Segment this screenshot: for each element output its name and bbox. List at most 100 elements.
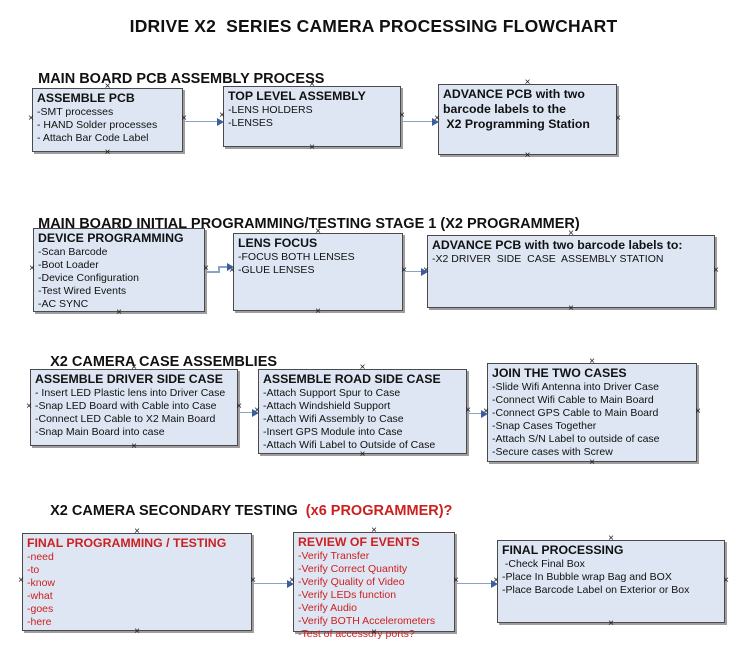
box-assemble-road-side-case: ASSEMBLE ROAD SIDE CASE -Attach Support … bbox=[258, 369, 467, 454]
flow-arrow bbox=[403, 267, 428, 276]
box-items: -FOCUS BOTH LENSES-GLUE LENSES bbox=[238, 251, 400, 277]
box-title: DEVICE PROGRAMMING bbox=[38, 231, 202, 246]
box-title-line: ADVANCE PCB with two barcode labels to: bbox=[432, 238, 683, 252]
box-item-line: -Verify Audio bbox=[298, 602, 357, 614]
box-title-line: DEVICE PROGRAMMING bbox=[38, 231, 184, 245]
connector-mark bbox=[587, 458, 597, 468]
box-title: REVIEW OF EVENTS bbox=[298, 535, 452, 550]
box-advance-pcb-driver-side: ADVANCE PCB with two barcode labels to: … bbox=[427, 235, 715, 308]
box-title-line: TOP LEVEL ASSEMBLY bbox=[228, 89, 366, 103]
box-final-processing: FINAL PROCESSING -Check Final Box -Place … bbox=[497, 540, 725, 623]
box-items: - Insert LED Plastic lens into Driver Ca… bbox=[35, 387, 235, 439]
box-title: TOP LEVEL ASSEMBLY bbox=[228, 89, 398, 104]
box-title: ADVANCE PCB with two barcode labels to: bbox=[432, 238, 712, 253]
box-item-line: -Connect GPS Cable to Main Board bbox=[492, 407, 659, 419]
arrow-line bbox=[402, 120, 433, 122]
box-title-line: FINAL PROGRAMMING / TESTING bbox=[27, 536, 227, 550]
box-item-line: -Device Configuration bbox=[38, 272, 139, 284]
arrow-head-icon bbox=[287, 579, 294, 588]
flow-arrow bbox=[183, 117, 224, 126]
box-item-line: - Insert LED Plastic lens into Driver Ca… bbox=[35, 387, 226, 399]
box-review-of-events: REVIEW OF EVENTS -Verify Transfer -Verify… bbox=[293, 532, 455, 640]
page-title: IDRIVE X2 SERIES CAMERA PROCESSING FLOWC… bbox=[129, 16, 618, 36]
box-item-line: -Attach S/N Label to outside of case bbox=[492, 433, 660, 445]
box-final-programming-testing: FINAL PROGRAMMING / TESTING -need-to-kno… bbox=[22, 533, 252, 631]
box-item-line: -here bbox=[27, 616, 52, 628]
box-title: ASSEMBLE PCB bbox=[37, 91, 180, 106]
flow-arrow bbox=[401, 117, 439, 126]
box-items: -Attach Support Spur to Case-Attach Wind… bbox=[263, 387, 464, 452]
box-title-line: ASSEMBLE ROAD SIDE CASE bbox=[263, 372, 441, 386]
box-title-line: ASSEMBLE DRIVER SIDE CASE bbox=[35, 372, 223, 386]
flow-arrow bbox=[455, 579, 498, 588]
box-item-line: -Verify LEDs function bbox=[298, 589, 397, 601]
box-item-line: -Secure cases with Screw bbox=[492, 446, 613, 458]
box-title: ASSEMBLE ROAD SIDE CASE bbox=[263, 372, 464, 387]
box-item-line: -LENSES bbox=[228, 117, 273, 129]
arrow-line bbox=[218, 266, 227, 268]
connector-mark bbox=[129, 442, 139, 452]
box-title-line: ADVANCE PCB with two bbox=[443, 87, 585, 101]
connector-mark bbox=[613, 114, 623, 124]
section-heading-text: X2 CAMERA CASE ASSEMBLIES bbox=[50, 354, 278, 370]
box-title-line: JOIN THE TWO CASES bbox=[492, 366, 627, 380]
box-title: FINAL PROGRAMMING / TESTING bbox=[27, 536, 249, 551]
box-item-line: -Verify Transfer bbox=[298, 550, 370, 562]
section-heading-pcb-assembly: MAIN BOARD PCB ASSEMBLY PROCESS bbox=[22, 55, 324, 103]
box-items: -X2 DRIVER SIDE CASE ASSEMBLY STATION bbox=[432, 253, 712, 266]
box-device-programming: DEVICE PROGRAMMING -Scan Barcode-Boot Lo… bbox=[33, 228, 205, 312]
box-item-line: -X2 DRIVER SIDE CASE ASSEMBLY STATION bbox=[432, 253, 664, 265]
connector-mark bbox=[523, 151, 533, 161]
connector-mark bbox=[24, 402, 34, 412]
section-heading-red-text: (x6 PROGRAMMER)? bbox=[305, 503, 453, 519]
box-items: -LENS HOLDERS-LENSES bbox=[228, 104, 398, 130]
arrow-line bbox=[404, 270, 422, 272]
box-title: JOIN THE TWO CASES bbox=[492, 366, 694, 381]
box-item-line: -Attach Wifi Assembly to Case bbox=[263, 413, 404, 425]
flow-arrow bbox=[205, 262, 234, 276]
box-item-line: -LENS HOLDERS bbox=[228, 104, 313, 116]
box-item-line: -Test Wired Events bbox=[38, 285, 127, 297]
box-item-line: -GLUE LENSES bbox=[238, 264, 315, 276]
arrow-head-icon bbox=[252, 408, 259, 417]
box-items: -need-to-know-what-goes-here bbox=[27, 551, 249, 629]
box-item-line: -Snap Cases Together bbox=[492, 420, 597, 432]
box-item-line: -Attach Support Spur to Case bbox=[263, 387, 401, 399]
box-title-line: LENS FOCUS bbox=[238, 236, 318, 250]
box-item-line: -Scan Barcode bbox=[38, 246, 108, 258]
connector-mark bbox=[26, 114, 36, 124]
connector-mark bbox=[313, 307, 323, 317]
box-title-line: REVIEW OF EVENTS bbox=[298, 535, 420, 549]
arrow-head-icon bbox=[481, 409, 488, 418]
box-item-line: -Connect LED Cable to X2 Main Board bbox=[35, 413, 216, 425]
connector-mark bbox=[27, 264, 37, 274]
connector-mark bbox=[693, 407, 703, 417]
connector-mark bbox=[566, 304, 576, 314]
box-item-line: -to bbox=[27, 564, 40, 576]
box-items: -SMT processes- HAND Solder processes- A… bbox=[37, 106, 180, 145]
arrow-line bbox=[205, 271, 219, 273]
box-item-line: -what bbox=[27, 590, 53, 602]
box-item-line: -Slide Wifi Antenna into Driver Case bbox=[492, 381, 659, 393]
arrow-head-icon bbox=[491, 579, 498, 588]
box-item-line: -know bbox=[27, 577, 56, 589]
flow-arrow bbox=[252, 579, 294, 588]
box-item-line: -Place Barcode Label on Exterior or Box bbox=[502, 584, 690, 596]
box-title: ASSEMBLE DRIVER SIDE CASE bbox=[35, 372, 235, 387]
arrow-line bbox=[468, 412, 482, 414]
arrow-head-icon bbox=[432, 117, 439, 126]
box-item-line: -FOCUS BOTH LENSES bbox=[238, 251, 355, 263]
flow-arrow bbox=[467, 409, 488, 418]
box-title: FINAL PROCESSING bbox=[502, 543, 722, 558]
arrow-head-icon bbox=[227, 263, 234, 271]
box-item-line: -SMT processes bbox=[37, 106, 114, 118]
box-lens-focus: LENS FOCUS -FOCUS BOTH LENSES-GLUE LENSE… bbox=[233, 233, 403, 311]
flow-arrow bbox=[238, 408, 259, 417]
box-item-line: -Check Final Box bbox=[502, 558, 585, 570]
box-title-line: ASSEMBLE PCB bbox=[37, 91, 135, 105]
connector-mark bbox=[16, 576, 26, 586]
connector-mark bbox=[606, 619, 616, 629]
section-heading-secondary-testing: X2 CAMERA SECONDARY TESTING (x6 PROGRAMM… bbox=[34, 487, 452, 535]
box-assemble-driver-side-case: ASSEMBLE DRIVER SIDE CASE - Insert LED P… bbox=[30, 369, 238, 446]
